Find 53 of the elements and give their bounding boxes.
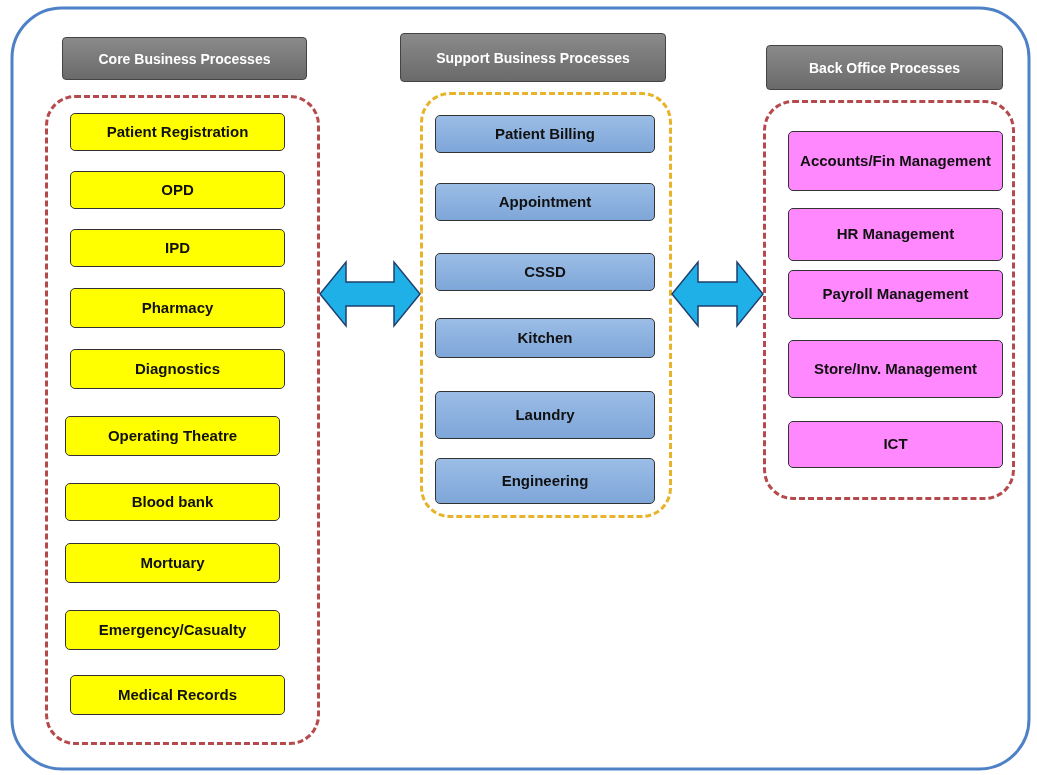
process-label: Emergency/Casualty — [98, 619, 247, 640]
process-label: Medical Records — [117, 684, 238, 705]
process-label: Mortuary — [140, 552, 205, 573]
process-label: Patient Registration — [106, 121, 249, 142]
process-box — [435, 318, 655, 358]
section-header — [62, 37, 307, 80]
process-label: Kitchen — [517, 327, 573, 348]
process-box — [70, 113, 285, 151]
process-label: Laundry — [515, 404, 575, 425]
process-label: Blood bank — [131, 491, 214, 512]
process-box — [65, 610, 280, 650]
process-label: OPD — [161, 179, 194, 200]
process-label: IPD — [165, 237, 190, 258]
dashed-group-box — [420, 92, 672, 518]
process-box — [70, 229, 285, 267]
process-label: Appointment — [498, 191, 592, 212]
process-label: Payroll Management — [822, 284, 969, 305]
process-box — [788, 131, 1003, 191]
process-box — [435, 391, 655, 439]
process-box — [435, 458, 655, 504]
process-box — [65, 416, 280, 456]
dashed-group-box — [45, 95, 320, 745]
process-box — [70, 349, 285, 389]
section-header — [766, 45, 1003, 90]
header-text: Core Business Processes — [98, 50, 271, 67]
process-box — [788, 208, 1003, 261]
dashed-group-box — [763, 100, 1015, 500]
process-label: Engineering — [501, 470, 589, 491]
process-box — [435, 115, 655, 153]
process-label: Pharmacy — [141, 297, 214, 318]
process-box — [788, 270, 1003, 319]
header-text: Back Office Processes — [809, 59, 960, 76]
process-label: HR Management — [836, 224, 955, 245]
process-label: Patient Billing — [495, 123, 595, 144]
process-box — [788, 340, 1003, 398]
process-box — [70, 171, 285, 209]
double-arrow — [319, 259, 421, 329]
header-text: Support Business Processes — [436, 49, 630, 66]
process-label: Store/Inv. Management — [813, 358, 978, 379]
process-label: ICT — [883, 434, 908, 455]
double-arrow — [671, 259, 764, 329]
process-box — [70, 675, 285, 715]
process-box — [788, 421, 1003, 468]
process-label: CSSD — [524, 261, 566, 282]
process-box — [65, 483, 280, 521]
process-box — [70, 288, 285, 328]
process-box — [435, 183, 655, 221]
process-label: Accounts/Fin Management — [800, 150, 991, 171]
process-label: Operating Theatre — [107, 425, 238, 446]
section-header — [400, 33, 666, 82]
process-box — [435, 253, 655, 291]
process-box — [65, 543, 280, 583]
process-label: Diagnostics — [135, 358, 220, 379]
